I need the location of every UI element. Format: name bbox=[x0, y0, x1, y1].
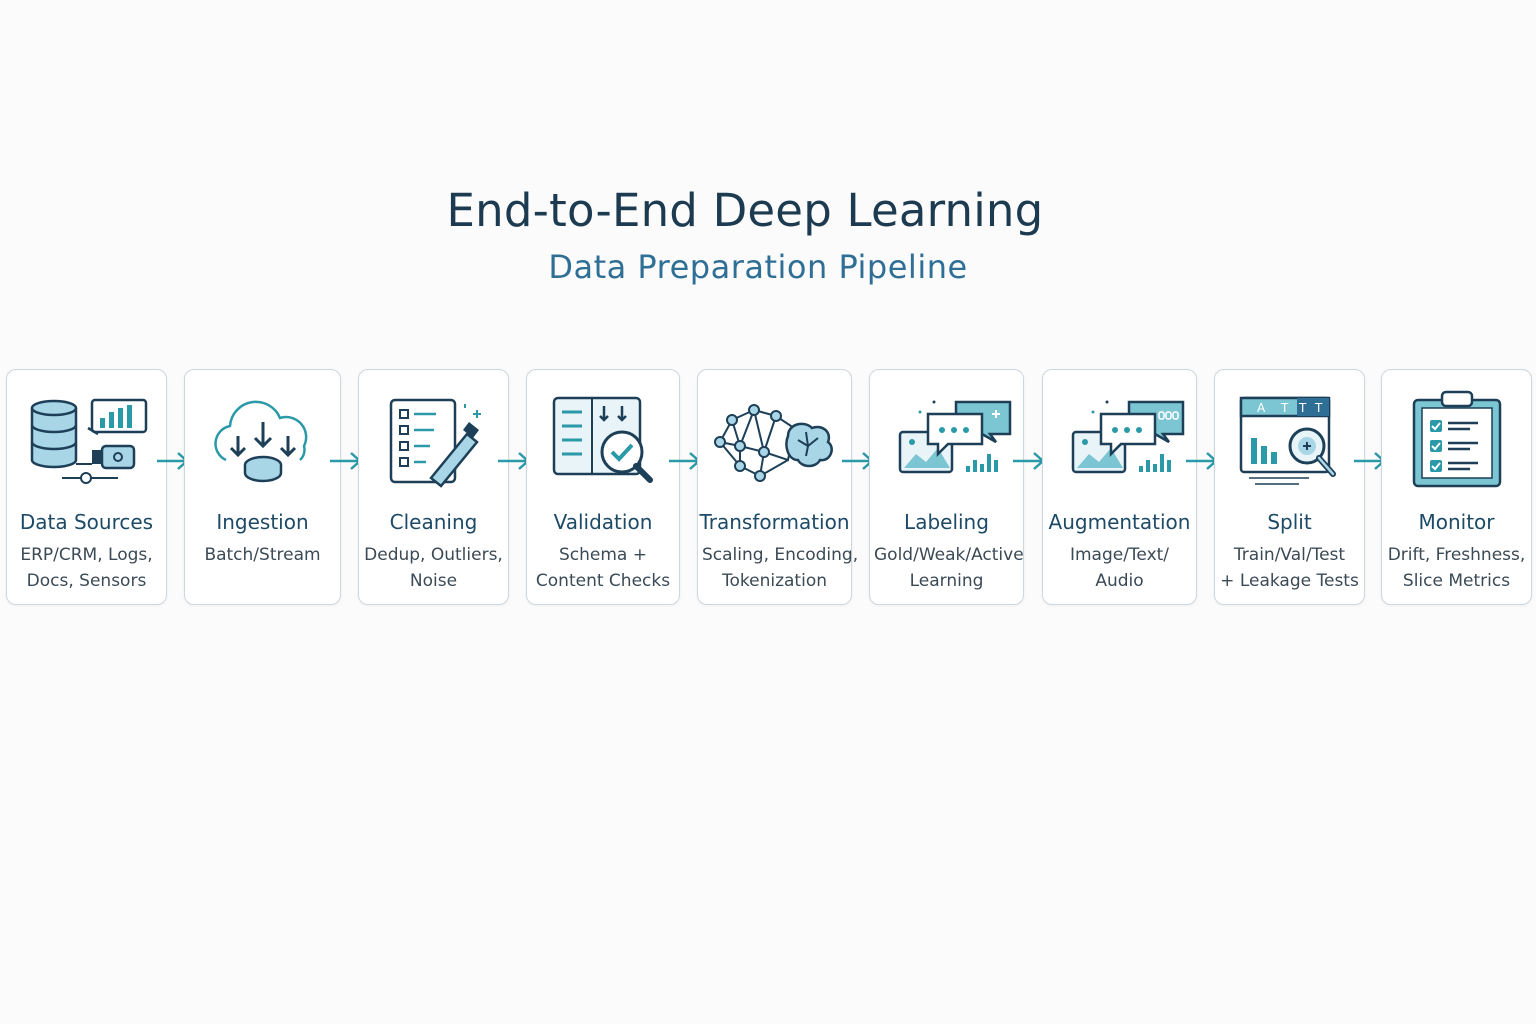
stage-title: Augmentation bbox=[1048, 510, 1191, 534]
neural-network-brain-icon bbox=[710, 390, 840, 494]
stage-description: ERP/CRM, Logs,Docs, Sensors bbox=[20, 545, 153, 591]
svg-text:T: T bbox=[1280, 401, 1289, 415]
stage-title: Transformation bbox=[699, 510, 850, 534]
stage-title: Validation bbox=[553, 510, 653, 534]
stage-description: Dedup, Outliers,Noise bbox=[364, 545, 503, 591]
svg-text:T: T bbox=[1298, 401, 1307, 415]
stage-title: Cleaning bbox=[389, 510, 478, 534]
document-magnifier-check-icon bbox=[538, 390, 668, 494]
stage-title: Data Sources bbox=[19, 510, 154, 534]
stage-description: Scaling, Encoding,Tokenization bbox=[702, 545, 859, 591]
stage-title: Ingestion bbox=[216, 510, 309, 534]
stage-description: Image/Text/Audio bbox=[1069, 545, 1170, 591]
stage-card-cleaning: Cleaning Dedup, Outliers,Noise bbox=[358, 369, 509, 605]
checklist-brush-icon bbox=[369, 390, 499, 494]
stage-card-monitor: Monitor Drift, Freshness,Slice Metrics bbox=[1381, 369, 1532, 605]
chat-image-label-icon bbox=[882, 390, 1012, 494]
svg-text:T: T bbox=[1314, 401, 1323, 415]
stage-title: Labeling bbox=[904, 510, 989, 534]
stage-card-ingestion: Ingestion Batch/Stream bbox=[184, 369, 341, 605]
stage-description: Drift, Freshness,Slice Metrics bbox=[1387, 545, 1526, 591]
stage-title: Monitor bbox=[1418, 510, 1495, 534]
stage-title: Split bbox=[1267, 510, 1312, 534]
stage-description: Batch/Stream bbox=[204, 545, 321, 565]
stage-card-validation: Validation Schema +Content Checks bbox=[526, 369, 680, 605]
database-icon bbox=[22, 390, 152, 494]
stage-card-data-sources: Data Sources ERP/CRM, Logs,Docs, Sensors bbox=[6, 369, 167, 605]
stage-card-augmentation: Augmentation Image/Text/Audio bbox=[1042, 369, 1197, 605]
diagram-title: End-to-End Deep Learning bbox=[446, 184, 1044, 237]
stage-card-transformation: Transformation Scaling, Encoding,Tokeniz… bbox=[697, 369, 859, 605]
stage-description: Train/Val/Test+ Leakage Tests bbox=[1220, 545, 1359, 591]
cloud-download-icon bbox=[198, 390, 328, 494]
clipboard-checklist-icon bbox=[1392, 390, 1522, 494]
chat-image-audio-icon bbox=[1055, 390, 1185, 494]
svg-text:A: A bbox=[1257, 401, 1266, 415]
diagram-subtitle: Data Preparation Pipeline bbox=[548, 248, 968, 286]
stage-description: Schema +Content Checks bbox=[535, 545, 671, 591]
